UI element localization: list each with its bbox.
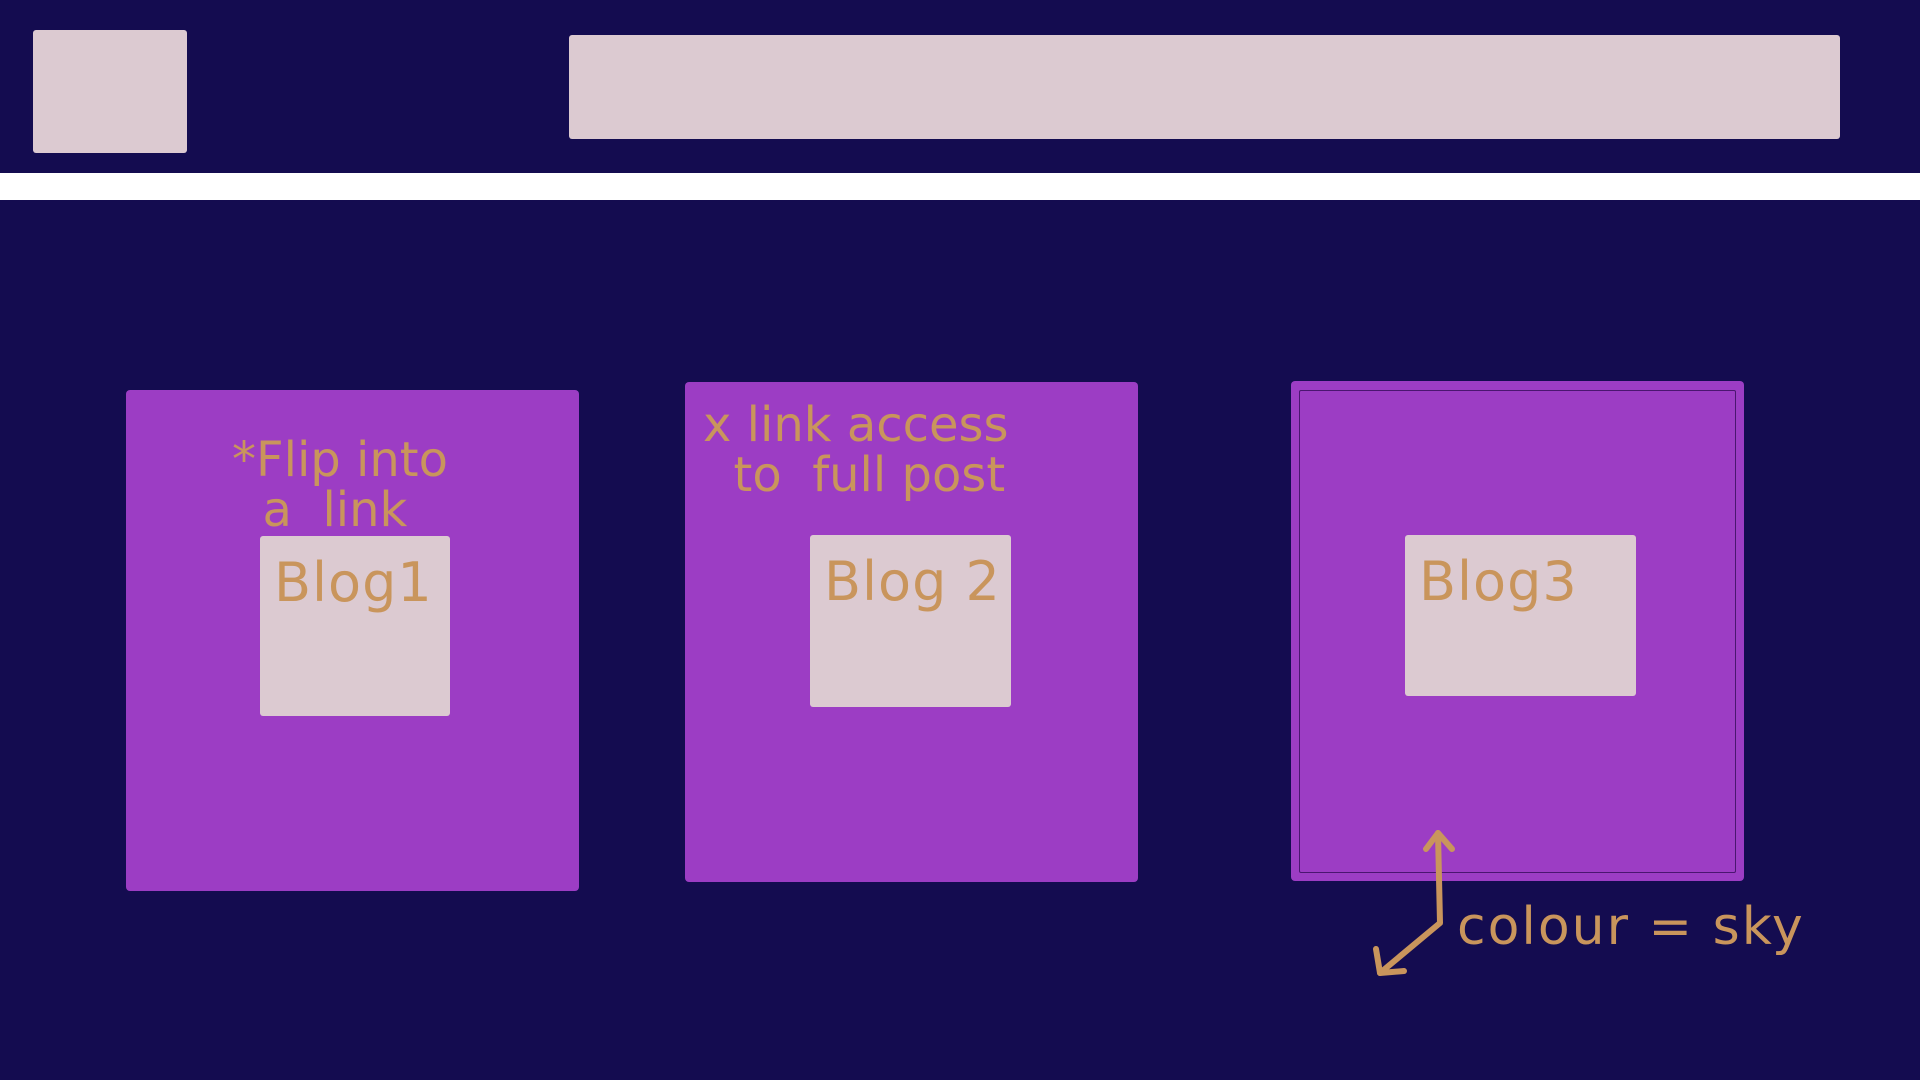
- blog-label-3: Blog3: [1419, 550, 1578, 613]
- annotation-link-access: x link access to full post: [703, 397, 1009, 504]
- annotation-colour-sky: colour = sky: [1457, 897, 1805, 957]
- logo-placeholder[interactable]: [33, 30, 187, 153]
- blog-thumbnail-3[interactable]: Blog3: [1405, 535, 1636, 696]
- header-divider: [0, 173, 1920, 200]
- blog-label-2: Blog 2: [824, 550, 1001, 613]
- blog-card-3[interactable]: Blog3: [1291, 381, 1744, 881]
- card-outline: [1299, 390, 1736, 873]
- blog-label-1: Blog1: [274, 551, 433, 614]
- blog-thumbnail-2[interactable]: Blog 2: [810, 535, 1011, 707]
- blog-thumbnail-1[interactable]: Blog1: [260, 536, 450, 716]
- blog-card-1[interactable]: Blog1: [126, 390, 579, 891]
- double-arrow-icon: [1373, 830, 1455, 976]
- annotation-flip-link: *Flip into a link: [232, 432, 448, 539]
- blog-card-2[interactable]: Blog 2: [685, 382, 1138, 882]
- header-bar-placeholder: [569, 35, 1840, 139]
